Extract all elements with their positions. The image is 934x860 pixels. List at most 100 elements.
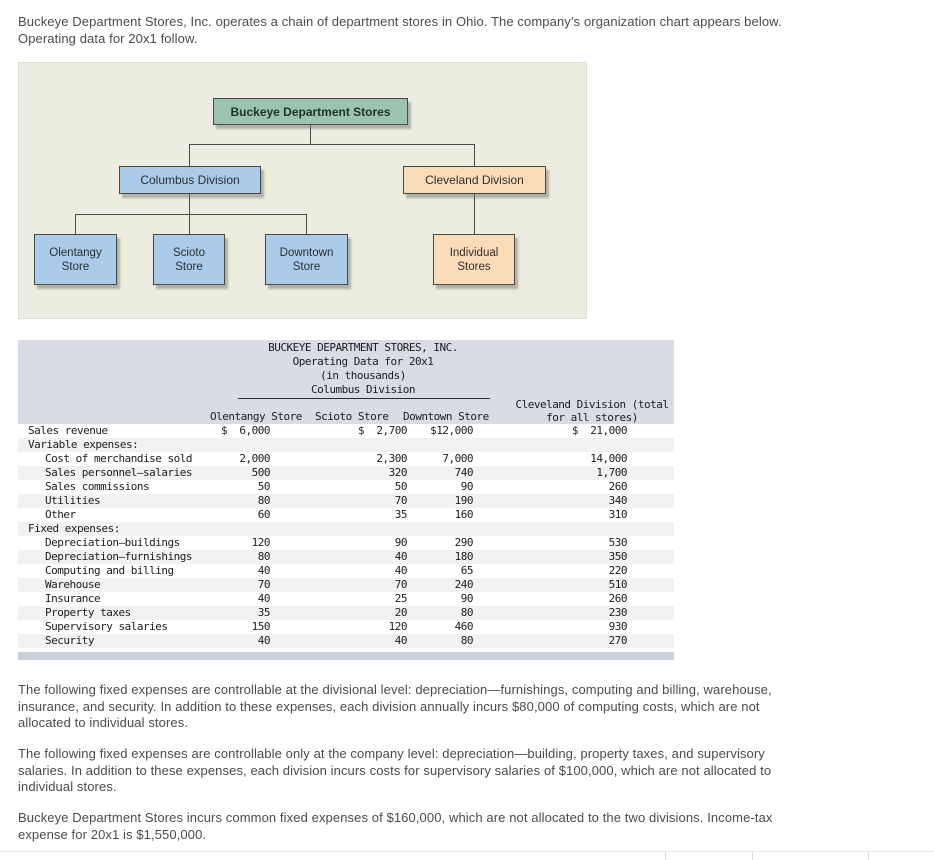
org-node-scioto-store: Scioto Store <box>153 234 225 285</box>
column-header-cleveland-line: for all stores) <box>546 411 638 424</box>
table-row: Sales revenue $ 6,000 $ 2,700 $12,000 $ … <box>18 424 674 438</box>
connector-line <box>474 194 475 234</box>
cell-olentangy: 500 <box>251 466 271 479</box>
paragraph-line: allocated to individual stores. <box>18 715 189 730</box>
column-header-cleveland-line: Cleveland Division (total <box>515 398 669 411</box>
cell-cleveland: 14,000 <box>590 452 627 465</box>
cell-scioto: 70 <box>394 578 408 591</box>
column-header-olentangy: Olentangy Store <box>210 410 302 423</box>
cell-cleveland: 260 <box>608 480 628 493</box>
connector-line <box>310 125 311 144</box>
row-label: Warehouse <box>45 578 101 591</box>
row-label: Property taxes <box>45 606 131 619</box>
table-footer-bar <box>18 652 674 660</box>
cell-scioto: 40 <box>394 634 408 647</box>
column-header-downtown: Downtown Store <box>403 410 489 423</box>
connector-line <box>189 144 190 166</box>
table-title: BUCKEYE DEPARTMENT STORES, INC. <box>268 341 458 354</box>
bottom-divider-line <box>0 851 934 852</box>
table-row: Warehouse 70 70 240 510 <box>18 578 674 592</box>
paragraph-divisional-expenses: The following fixed expenses are control… <box>18 682 923 732</box>
cell-cleveland: 230 <box>608 606 628 619</box>
connector-line <box>75 214 307 215</box>
cell-cleveland: 530 <box>608 536 628 549</box>
cell-olentangy: 80 <box>257 494 271 507</box>
store-label-line: Store <box>175 260 203 273</box>
cell-olentangy: 40 <box>257 634 271 647</box>
cell-scioto: 2,300 <box>376 452 407 465</box>
cell-downtown: 160 <box>454 508 474 521</box>
cell-cleveland: 270 <box>608 634 628 647</box>
store-label-line: Store <box>61 260 90 273</box>
bottom-divider-tick <box>752 852 753 860</box>
cell-downtown: 180 <box>454 550 474 563</box>
cell-cleveland: 350 <box>608 550 628 563</box>
row-label: Computing and billing <box>45 564 174 577</box>
cell-cleveland: 1,700 <box>596 466 627 479</box>
cell-olentangy: 70 <box>257 578 271 591</box>
connector-line <box>474 144 475 166</box>
connector-line <box>75 214 76 234</box>
table-row: Computing and billing 40 40 65 220 <box>18 564 674 578</box>
table-row: Supervisory salaries 150 120 460 930 <box>18 620 674 634</box>
intro-line: Operating data for 20x1 follow. <box>18 30 198 46</box>
cell-olentangy: 150 <box>251 620 271 633</box>
cell-olentangy: 80 <box>257 550 271 563</box>
row-label: Other <box>45 508 76 521</box>
table-row: Utilities 80 70 190 340 <box>18 494 674 508</box>
row-label: Sales personnel—salaries <box>45 466 192 479</box>
table-row: Depreciation—buildings 120 90 290 530 <box>18 536 674 550</box>
store-label-line: Store <box>292 260 321 273</box>
table-units: (in thousands) <box>320 369 406 382</box>
store-label-line: Stores <box>457 260 491 273</box>
cell-olentangy: 120 <box>251 536 271 549</box>
cell-downtown: 65 <box>460 564 474 577</box>
row-label: Sales revenue <box>28 424 108 437</box>
table-header: BUCKEYE DEPARTMENT STORES, INC. Operatin… <box>18 340 674 424</box>
table-group-header-columbus: Columbus Division <box>310 383 416 396</box>
intro-paragraph: Buckeye Department Stores, Inc. operates… <box>18 14 918 47</box>
table-row: Insurance 40 25 90 260 <box>18 592 674 606</box>
cell-scioto: 120 <box>388 620 408 633</box>
row-label: Security <box>45 634 94 647</box>
table-row: Cost of merchandise sold 2,000 2,300 7,0… <box>18 452 674 466</box>
org-node-downtown-store: Downtown Store <box>265 234 348 285</box>
store-label-line: Downtown <box>279 246 334 259</box>
table-section-row: Fixed expenses: <box>18 522 674 536</box>
cell-scioto: 20 <box>394 606 408 619</box>
paragraph-line: salaries. In addition to these expenses,… <box>18 762 772 778</box>
paragraph-line: The following fixed expenses are control… <box>18 746 765 761</box>
bottom-divider-tick <box>868 852 869 860</box>
cell-downtown: 740 <box>454 466 474 479</box>
cell-olentangy: 2,000 <box>239 452 270 465</box>
org-chart-panel: Buckeye Department Stores Columbus Divis… <box>18 62 587 319</box>
cell-scioto: 35 <box>394 508 408 521</box>
column-header-scioto: Scioto Store <box>315 410 389 423</box>
cell-olentangy: 50 <box>257 480 271 493</box>
org-node-buckeye-department-stores: Buckeye Department Stores <box>213 98 408 125</box>
table-body: Sales revenue $ 6,000 $ 2,700 $12,000 $ … <box>18 424 674 648</box>
cell-cleveland: 220 <box>608 564 628 577</box>
cell-downtown: 90 <box>460 592 474 605</box>
columbus-division-underline <box>238 398 490 399</box>
cell-scioto: 70 <box>394 494 408 507</box>
cell-scioto: 50 <box>394 480 408 493</box>
cell-olentangy: 40 <box>257 564 271 577</box>
cell-downtown: 460 <box>454 620 474 633</box>
cell-downtown: 90 <box>460 480 474 493</box>
row-label: Sales commissions <box>45 480 150 493</box>
table-section-row: Variable expenses: <box>18 438 674 452</box>
cell-downtown: 7,000 <box>442 452 473 465</box>
cell-cleveland: 930 <box>608 620 628 633</box>
table-row: Depreciation—furnishings 80 40 180 350 <box>18 550 674 564</box>
table-subtitle: Operating Data for 20x1 <box>292 355 434 368</box>
paragraph-line: Buckeye Department Stores incurs common … <box>18 810 773 825</box>
row-label: Variable expenses: <box>28 438 139 451</box>
cell-downtown: 190 <box>454 494 474 507</box>
cell-cleveland: 310 <box>608 508 628 521</box>
paragraph-company-expenses: The following fixed expenses are control… <box>18 746 923 796</box>
cell-scioto: 25 <box>394 592 408 605</box>
store-label-line: Scioto <box>173 246 205 259</box>
connector-line <box>306 214 307 234</box>
org-node-olentangy-store: Olentangy Store <box>34 234 117 285</box>
